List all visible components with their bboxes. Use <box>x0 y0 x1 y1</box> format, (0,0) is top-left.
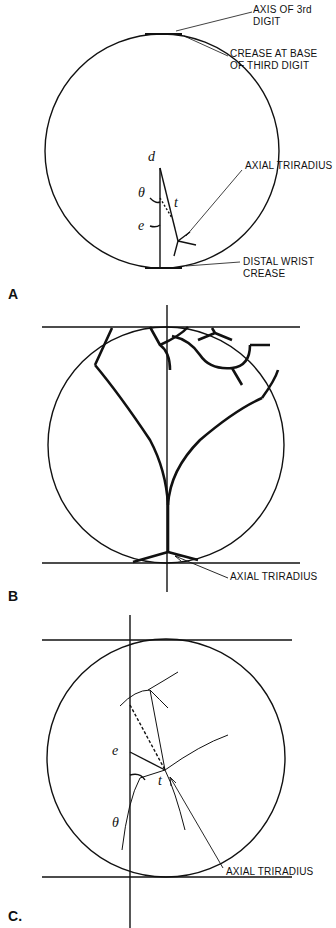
palm-circle <box>48 327 284 563</box>
point-label: t <box>158 774 172 788</box>
dotted-line <box>130 705 165 770</box>
point-label: e <box>138 219 152 233</box>
axis-line <box>159 168 160 268</box>
part-label: AXIS OF 3rd DIGIT <box>253 4 333 28</box>
arrow-head <box>175 556 183 561</box>
point-label: t <box>174 196 188 210</box>
figure-letter: C. <box>8 908 38 924</box>
ridge-lines <box>95 327 278 562</box>
part-label: AXIAL TRIRADIUS <box>245 160 333 172</box>
part-label: AXIAL TRIRADIUS <box>226 866 326 878</box>
part-label: DISTAL WRIST CREASE <box>243 256 323 280</box>
angle-arc <box>130 774 145 780</box>
crease-line <box>42 639 292 640</box>
crease-line <box>145 33 182 35</box>
leader-line <box>176 12 252 31</box>
ridge-lines <box>120 672 228 850</box>
angle-label: θ <box>112 816 126 830</box>
palm-circle <box>47 639 285 877</box>
figure-letter: A <box>8 286 38 302</box>
crease-line <box>42 326 300 327</box>
angle-arc <box>150 198 160 203</box>
leader-line <box>175 556 228 578</box>
figure-letter: B <box>8 588 38 604</box>
part-label: AXIAL TRIRADIUS <box>230 571 330 583</box>
dotted-line <box>160 198 172 218</box>
crease-line <box>145 267 182 269</box>
point-label: d <box>148 150 162 164</box>
crease-line <box>42 562 300 563</box>
part-label: CREASE AT BASE OF THIRD DIGIT <box>230 48 330 72</box>
triradius <box>174 232 196 256</box>
angle-arc <box>150 225 160 227</box>
leader-line <box>186 262 240 266</box>
angle-line <box>130 752 165 770</box>
point-label: e <box>112 744 126 758</box>
arrow-head <box>170 777 176 786</box>
axis-line <box>129 615 130 928</box>
leader-line <box>186 170 242 236</box>
leader-line <box>184 36 228 56</box>
leader-line <box>170 777 223 868</box>
angle-label: θ <box>138 186 152 200</box>
